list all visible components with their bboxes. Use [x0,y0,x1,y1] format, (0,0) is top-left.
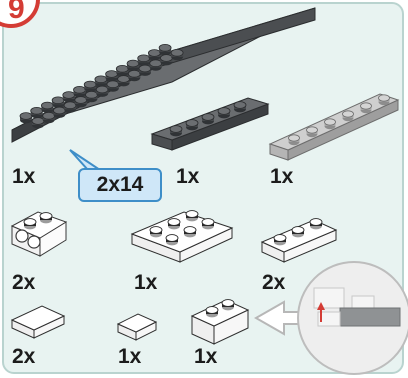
stud [52,97,64,108]
stud [31,107,43,118]
size-callout: 2x14 [78,168,162,202]
stud [150,60,162,71]
plate-2x3-white [132,211,232,262]
stud [160,55,172,66]
plate-1x3-white [262,219,336,262]
stud [106,71,118,82]
brick-1x2-with-holes [12,212,66,256]
stud [84,81,96,92]
stud [64,102,76,113]
size-callout-label: 2x14 [97,173,144,197]
plate-1x6-dark [152,98,268,150]
qty-plate-1x3: 2x [262,272,285,293]
stud [86,91,98,102]
tile-1x1-white [118,314,156,340]
stud [148,50,160,61]
qty-brick-1x2: 1x [194,346,217,367]
stud [171,49,183,60]
qty-plate-1x6-grey: 1x [270,166,293,187]
qty-plate-2x14: 1x [12,166,35,187]
qty-tile-1x2: 2x [12,346,35,367]
stud [32,118,44,129]
stud [118,76,130,87]
stud [41,102,53,113]
plate-1x6-grey [270,94,398,160]
stud [43,112,55,123]
stud [138,55,150,66]
qty-plate-2x3: 1x [134,272,157,293]
stud [95,76,107,87]
callout-pointer [70,150,100,170]
stud [75,97,87,108]
stud [128,70,140,81]
stud [20,113,32,124]
magnified-detail-inset [298,262,408,374]
plate-2x14-dark [12,8,315,142]
qty-brick-1x2-holes: 2x [12,272,35,293]
brick-1x2-white [192,300,248,344]
qty-plate-1x6-dark: 1x [176,166,199,187]
stud [127,60,139,71]
stud [116,65,128,76]
stud [107,81,119,92]
tile-1x2-white [12,306,64,338]
stud [53,107,65,118]
stud [63,92,75,103]
stud [159,44,171,55]
stud [74,86,86,97]
stud [139,65,151,76]
stud [96,86,108,97]
qty-tile-1x1: 1x [118,346,141,367]
